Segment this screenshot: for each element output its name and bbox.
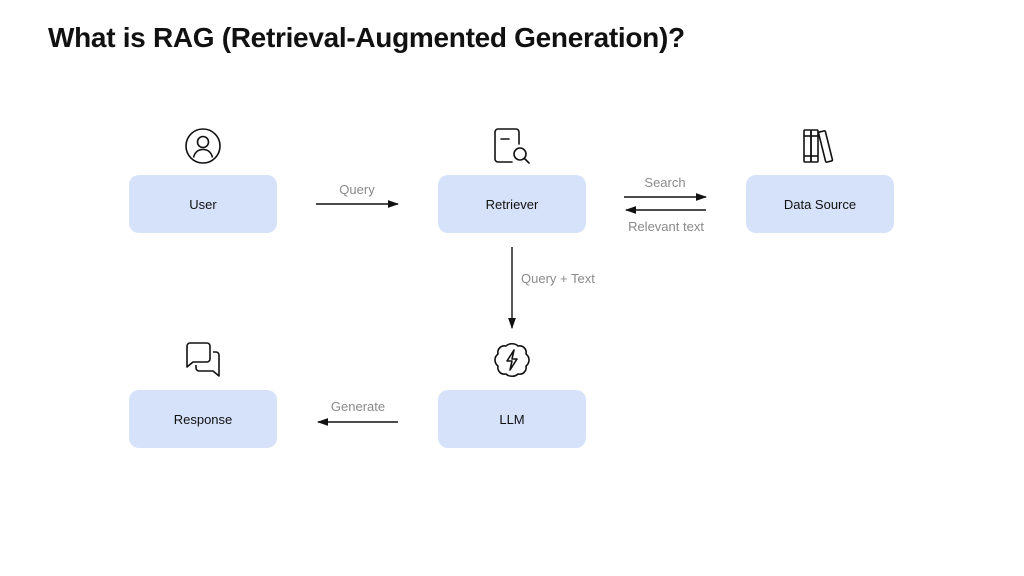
brain-lightning-icon bbox=[492, 340, 532, 380]
edge-label-search: Search bbox=[644, 175, 686, 190]
node-data-source-label: Data Source bbox=[783, 196, 857, 212]
node-user: User bbox=[129, 175, 277, 233]
edge-label-query: Query bbox=[339, 182, 375, 197]
edge-label-query-text: Query + Text bbox=[521, 271, 595, 286]
node-user-label: User bbox=[189, 196, 217, 212]
node-response-label: Response bbox=[173, 411, 233, 427]
node-llm-label: LLM bbox=[499, 411, 525, 427]
node-data-source: Data Source bbox=[746, 175, 894, 233]
node-retriever-label: Retriever bbox=[485, 196, 539, 212]
books-icon bbox=[800, 126, 840, 166]
edge-label-generate: Generate bbox=[330, 399, 386, 414]
chat-bubbles-icon bbox=[183, 340, 223, 380]
page-title: What is RAG (Retrieval-Augmented Generat… bbox=[48, 22, 685, 53]
user-circle-icon bbox=[183, 126, 223, 166]
node-retriever: Retriever bbox=[438, 175, 586, 233]
edge-label-relevant-text: Relevant text bbox=[628, 219, 704, 234]
document-search-icon bbox=[492, 126, 532, 166]
node-llm: LLM bbox=[438, 390, 586, 448]
node-response: Response bbox=[129, 390, 277, 448]
